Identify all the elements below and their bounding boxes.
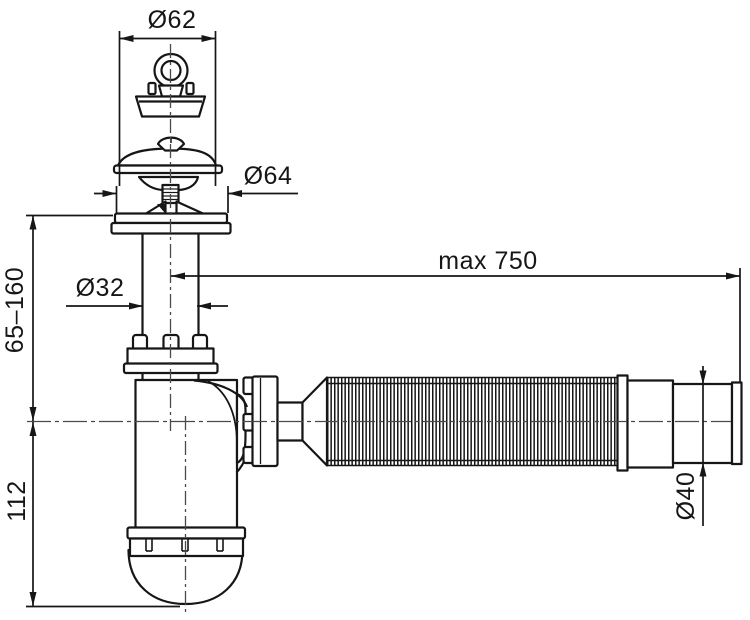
strainer — [112, 136, 224, 215]
hose-outlet — [616, 374, 743, 472]
elbow-shoulder — [193, 379, 249, 408]
trap-body — [134, 378, 249, 530]
centerlines — [27, 44, 731, 612]
dim-trap-height — [26, 422, 180, 608]
product-outline — [110, 52, 743, 606]
dim-pipe-diameter — [66, 302, 228, 310]
dim-height-range — [26, 214, 113, 421]
label-hose-max-length: max 750 — [438, 247, 538, 275]
label-height-adjust-range: 65–160 — [1, 266, 29, 354]
label-tailpipe-diameter: Ø32 — [75, 274, 125, 302]
dim-strainer-diameter — [94, 186, 298, 213]
strainer-plate — [112, 164, 224, 175]
dim-plug-diameter — [118, 31, 217, 186]
label-strainer-diameter: Ø64 — [243, 162, 293, 190]
label-trap-height: 112 — [3, 480, 31, 522]
label-plug-diameter: Ø62 — [147, 6, 197, 34]
dim-hose-length — [171, 268, 741, 383]
dimensions — [26, 31, 741, 608]
bottom-cup — [126, 526, 247, 606]
label-outlet-diameter: Ø40 — [672, 471, 700, 521]
dim-outlet-diameter — [699, 366, 707, 526]
